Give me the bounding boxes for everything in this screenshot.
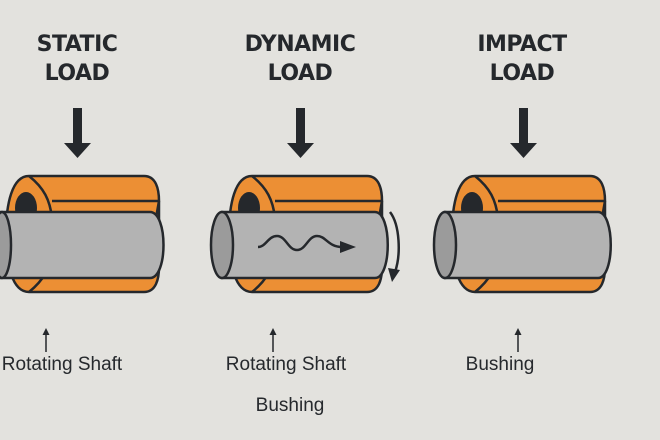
dynamic-bushing-assembly	[209, 174, 400, 294]
dynamic-bushing-label: Bushing	[255, 395, 325, 416]
impact-shaft	[443, 210, 612, 280]
static-shaft	[0, 210, 165, 280]
rotation-arrow-icon	[388, 211, 400, 273]
dynamic-shaft-label: Rotating Shaft	[225, 354, 347, 375]
dynamic-load-arrow	[287, 108, 314, 158]
impact-shaft-end	[432, 210, 458, 280]
static-load-arrow	[64, 108, 91, 158]
dynamic-label-pointer	[269, 328, 277, 352]
static-shaft-end	[0, 210, 13, 280]
static-shaft-label: Rotating Shaft	[1, 354, 123, 375]
static-title-line1: STATIC	[36, 32, 118, 57]
wavy-arrow-icon	[257, 234, 343, 252]
dynamic-load-title: DYNAMIC LOAD	[245, 30, 356, 88]
impact-bushing-label: Bushing	[465, 354, 535, 375]
impact-bushing-assembly	[432, 174, 612, 294]
impact-load-arrow	[510, 108, 537, 158]
static-load-title: STATIC LOAD	[37, 30, 118, 88]
dynamic-title-line2: LOAD	[267, 61, 333, 86]
impact-title-line2: LOAD	[489, 61, 555, 86]
impact-load-title: IMPACT LOAD	[477, 30, 567, 88]
impact-label-pointer	[514, 328, 522, 352]
impact-title-line1: IMPACT	[477, 32, 567, 57]
dynamic-title-line1: DYNAMIC	[244, 32, 356, 57]
rotation-arrow-head	[388, 268, 400, 282]
static-title-line2: LOAD	[44, 61, 110, 86]
dynamic-shaft-end	[209, 210, 235, 280]
static-label-pointer	[42, 328, 50, 352]
static-bushing-assembly	[0, 174, 165, 294]
wavy-arrow-head	[340, 241, 356, 253]
